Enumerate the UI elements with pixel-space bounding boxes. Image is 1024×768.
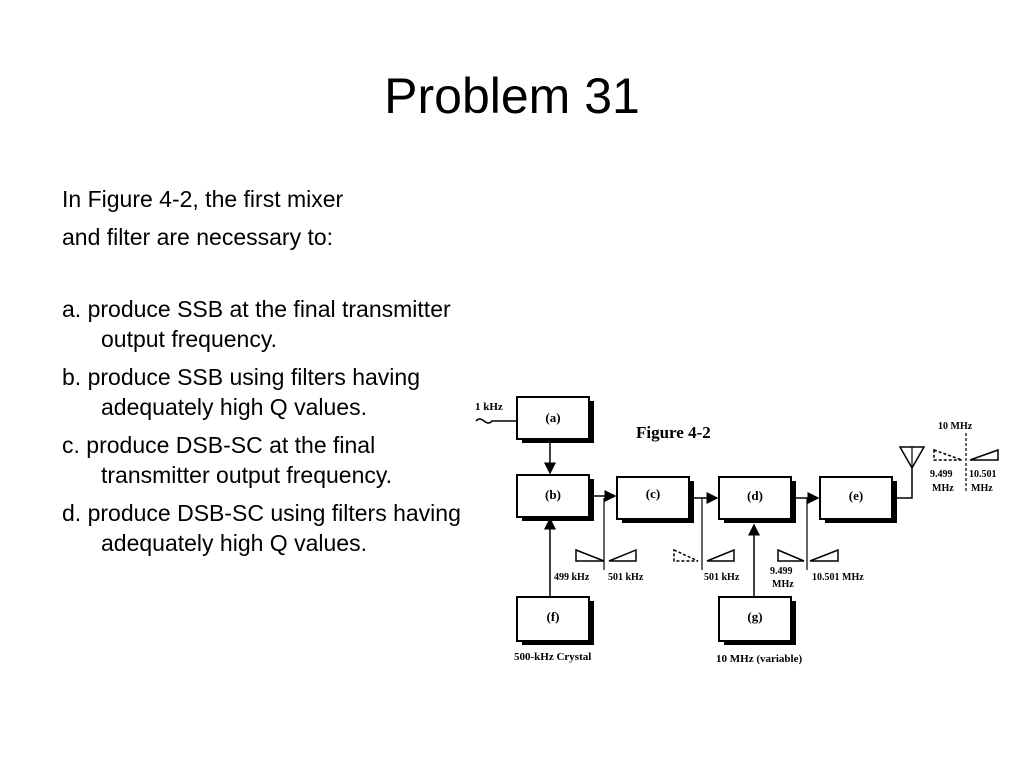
label-out-center: 10 MHz [938,421,973,432]
block-e: (e) [819,476,897,523]
question-line-2: and filter are necessary to: [62,224,334,250]
label-out-high-2: MHz [971,483,993,494]
label-d-high: 10.501 MHz [812,572,864,583]
block-c-label: (c) [646,486,660,501]
block-f: (f) [516,596,594,645]
block-g: (g) [718,596,796,645]
label-d-low-1: 9.499 [770,566,793,577]
input-frequency-label: 1 kHz [475,401,503,413]
block-c: (c) [616,476,694,523]
spectrum-d-upper [809,548,839,562]
figure-4-2-diagram: (a) (b) (c) (d) (e) (f) (g) Figure 4-2 1… [475,396,999,665]
spectrum-d-lower [777,548,805,562]
spectrum-out-upper [969,448,999,461]
block-d-label: (d) [747,488,763,503]
label-f-crystal: 500-kHz Crystal [514,651,591,663]
option-b: b. produce SSB using filters having adeq… [62,364,420,420]
spectrum-b-lower [575,548,605,562]
block-g-label: (g) [747,609,762,624]
block-b: (b) [516,474,594,521]
spectrum-c-upper [706,548,735,562]
block-a: (a) [516,396,594,443]
block-f-label: (f) [547,609,560,624]
input-signal-line [475,418,517,424]
option-d: d. produce DSB-SC using filters having a… [62,500,461,556]
question-text: In Figure 4-2, the first mixer and filte… [62,180,482,256]
block-e-label: (e) [849,488,863,503]
label-g-variable: 10 MHz (variable) [716,653,802,665]
answer-options: a. produce SSB at the final transmitter … [62,294,482,566]
spectrum-out-lower [933,448,963,461]
label-d-low-2: MHz [772,579,794,590]
block-d: (d) [718,476,796,523]
label-out-high-1: 10.501 [969,469,997,480]
block-a-label: (a) [545,410,560,425]
label-b-high: 501 kHz [608,572,644,583]
output-line [897,468,913,499]
label-out-low-2: MHz [932,483,954,494]
slide-title: Problem 31 [384,68,640,124]
option-a: a. produce SSB at the final transmitter … [62,296,451,352]
block-b-label: (b) [545,487,561,502]
label-out-low-1: 9.499 [930,469,953,480]
spectrum-b-upper [608,548,637,562]
question-line-1: In Figure 4-2, the first mixer [62,186,344,212]
spectrum-c-lower [673,548,699,562]
label-b-low: 499 kHz [554,572,590,583]
option-c: c. produce DSB-SC at the final transmitt… [62,432,393,488]
figure-caption: Figure 4-2 [636,423,711,442]
label-c-out: 501 kHz [704,572,740,583]
